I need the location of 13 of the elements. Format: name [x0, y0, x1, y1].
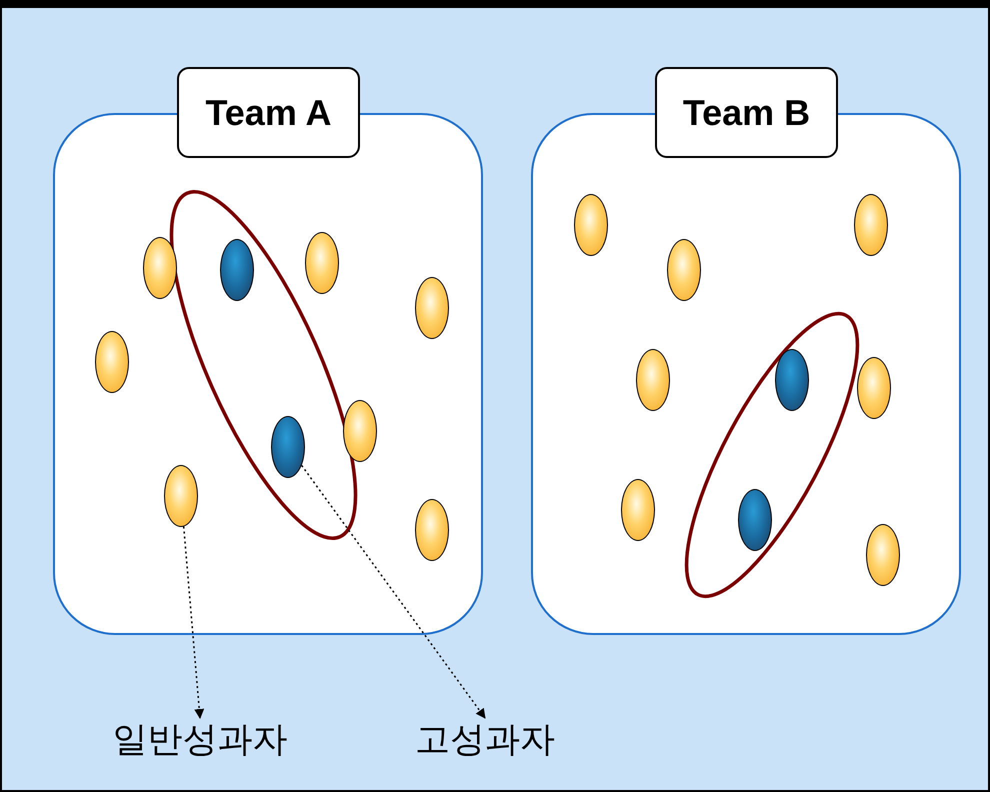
leader-line [301, 464, 486, 719]
person-marker [343, 400, 377, 462]
person-marker [143, 237, 177, 299]
high-performer-marker [738, 489, 772, 551]
person-marker [857, 357, 891, 419]
high-performer-marker [775, 349, 809, 411]
caption-text: 고성과자 [400, 712, 570, 766]
team-label: Team B [655, 67, 838, 158]
leader-line [182, 526, 204, 719]
caption-text: 일반성과자 [95, 712, 305, 766]
team-label: Team A [177, 67, 360, 158]
highlight-ring [685, 312, 859, 598]
high-performer-marker [220, 239, 254, 301]
